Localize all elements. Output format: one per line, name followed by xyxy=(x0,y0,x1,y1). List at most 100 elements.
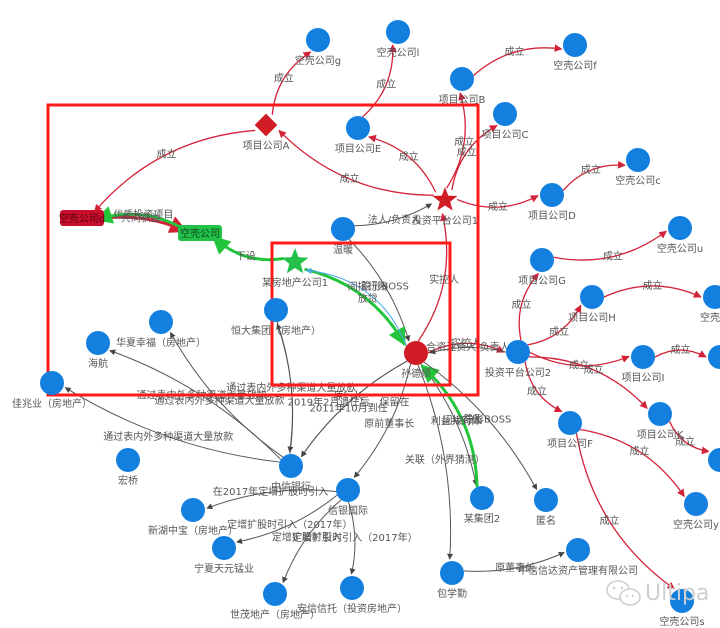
graph-edge[interactable] xyxy=(282,499,342,584)
graph-node[interactable]: 华夏幸福（房地产） xyxy=(116,310,206,349)
graph-edge[interactable] xyxy=(579,428,685,498)
graph-edge[interactable] xyxy=(528,356,648,409)
node-label: 项目公司G xyxy=(518,275,566,287)
graph-node[interactable]: 安信信托（投资房地产） xyxy=(297,576,407,615)
graph-edge[interactable] xyxy=(654,349,707,358)
graph-node[interactable]: 恒大集团（房地产） xyxy=(231,298,321,337)
graph-node[interactable]: 空壳公司d xyxy=(59,210,105,226)
graph-edge[interactable] xyxy=(300,360,408,458)
node-label: 匿名 xyxy=(536,514,556,527)
edge-label: 合资注资人/负责人 xyxy=(426,340,509,353)
graph-edge[interactable] xyxy=(524,361,563,413)
wechat-icon xyxy=(606,580,641,606)
graph-node[interactable]: 空壳公司u xyxy=(657,216,703,255)
graph-node[interactable]: 佳兆业（房地产） xyxy=(12,371,92,410)
graph-node[interactable]: 温暖 xyxy=(331,217,355,256)
graph-node[interactable] xyxy=(708,448,720,472)
graph-edge[interactable] xyxy=(575,433,676,590)
graph-edge[interactable] xyxy=(305,267,407,346)
graph-node[interactable] xyxy=(708,345,720,369)
graph-node[interactable]: 投资平台公司1 xyxy=(412,187,478,227)
graph-edge[interactable] xyxy=(304,267,407,347)
graph-node[interactable]: 空壳公司 xyxy=(178,225,222,241)
graph-node[interactable]: 宁夏天元锰业 xyxy=(194,536,254,575)
graph-edge[interactable] xyxy=(368,134,437,193)
graph-node[interactable]: 项目公司D xyxy=(528,183,576,222)
graph-edge[interactable] xyxy=(93,129,256,213)
graph-node[interactable]: 空壳公司g xyxy=(295,28,341,67)
node-circle-icon xyxy=(540,183,564,207)
graph-edge[interactable] xyxy=(353,363,412,478)
graph-node[interactable]: 项目公司G xyxy=(518,248,566,287)
node-circle-icon xyxy=(703,285,720,309)
graph-edge[interactable] xyxy=(64,387,280,463)
graph-node[interactable]: 世茂地产（房地产） xyxy=(230,582,320,621)
graph-node[interactable]: 空壳公 xyxy=(700,285,720,324)
graph-edge[interactable] xyxy=(362,44,397,118)
graph-node[interactable]: 海航 xyxy=(86,331,110,370)
edge-label: 法人/负责人 xyxy=(368,213,421,226)
graph-edge[interactable] xyxy=(456,195,539,208)
graph-edge[interactable] xyxy=(527,304,582,346)
edge-label: 共同获益 xyxy=(121,211,161,224)
graph-edge[interactable] xyxy=(451,124,498,191)
graph-node[interactable]: 空壳公司f xyxy=(553,33,597,72)
graph-edge[interactable] xyxy=(562,160,626,191)
graph-edge[interactable] xyxy=(553,230,667,261)
graph-node[interactable]: 空壳公司l xyxy=(377,20,420,59)
node-label: 项目公司K xyxy=(637,429,684,441)
graph-edge[interactable] xyxy=(473,44,563,77)
graph-edge[interactable] xyxy=(212,235,284,262)
edge-label: 隐形BOSS xyxy=(362,280,409,292)
graph-node[interactable]: 项目公司C xyxy=(482,102,529,141)
graph-node[interactable]: 项目公司H xyxy=(568,285,616,324)
graph-node[interactable]: 孙德顺 xyxy=(401,341,431,380)
graph-node[interactable]: 中信信达资产管理有限公司 xyxy=(518,538,638,577)
graph-edge[interactable] xyxy=(348,501,356,575)
graph-node[interactable]: 空壳公司c xyxy=(615,148,661,187)
graph-node[interactable]: 中信银行 xyxy=(271,454,311,493)
graph-node[interactable]: 项目公司I xyxy=(622,345,665,384)
graph-node[interactable]: 宏桥 xyxy=(116,448,140,487)
graph-node[interactable]: 新湖中宝（房地产） xyxy=(148,498,238,537)
graph-node[interactable]: 某房地产公司1 xyxy=(262,248,328,289)
graph-node[interactable]: 项目公司A xyxy=(243,113,290,152)
node-label: 中信银行 xyxy=(271,480,311,493)
graph-edge[interactable] xyxy=(429,346,507,355)
graph-edge[interactable] xyxy=(603,285,702,298)
node-circle-icon xyxy=(340,576,364,600)
graph-node[interactable]: 某集团2 xyxy=(464,486,500,525)
graph-edge[interactable] xyxy=(278,129,434,197)
graph-node[interactable]: 匿名 xyxy=(534,488,558,527)
graph-node[interactable]: 项目公司F xyxy=(547,411,593,450)
graph-edge[interactable] xyxy=(417,364,454,560)
node-label: 佳兆业（房地产） xyxy=(12,397,92,410)
graph-node[interactable]: 信银国际 xyxy=(328,478,368,517)
graph-node[interactable]: 包学勤 xyxy=(437,561,467,600)
edge-label: 成立 xyxy=(549,325,569,338)
graph-edge[interactable] xyxy=(354,203,433,227)
graph-node[interactable]: 投资平台公司2 xyxy=(485,340,551,379)
graph-node[interactable]: 项目公司B xyxy=(439,67,486,106)
graph-edge[interactable] xyxy=(518,272,539,341)
graph-node[interactable]: 项目公司K xyxy=(637,402,684,441)
graph-node[interactable]: 空壳公司s xyxy=(659,589,705,628)
graph-node[interactable]: 项目公司E xyxy=(335,116,381,155)
graph-edge[interactable] xyxy=(420,364,479,488)
graph-edge[interactable] xyxy=(668,421,710,455)
node-label: 空壳公司u xyxy=(657,242,703,255)
graph-edge[interactable] xyxy=(169,331,284,458)
graph-node[interactable]: 空壳公司y xyxy=(673,492,719,531)
edge-label: 成立 xyxy=(599,514,619,527)
node-circle-icon xyxy=(708,345,720,369)
graph-edge[interactable] xyxy=(206,489,337,510)
graph-edge[interactable] xyxy=(236,494,338,544)
graph-edge[interactable] xyxy=(423,361,538,491)
graph-edge[interactable] xyxy=(417,212,448,342)
node-circle-icon xyxy=(331,217,355,241)
node-label: 空壳公司g xyxy=(295,54,341,67)
graph-edge[interactable] xyxy=(463,552,565,572)
graph-edge[interactable] xyxy=(271,51,312,115)
diamond-icon xyxy=(254,113,278,137)
